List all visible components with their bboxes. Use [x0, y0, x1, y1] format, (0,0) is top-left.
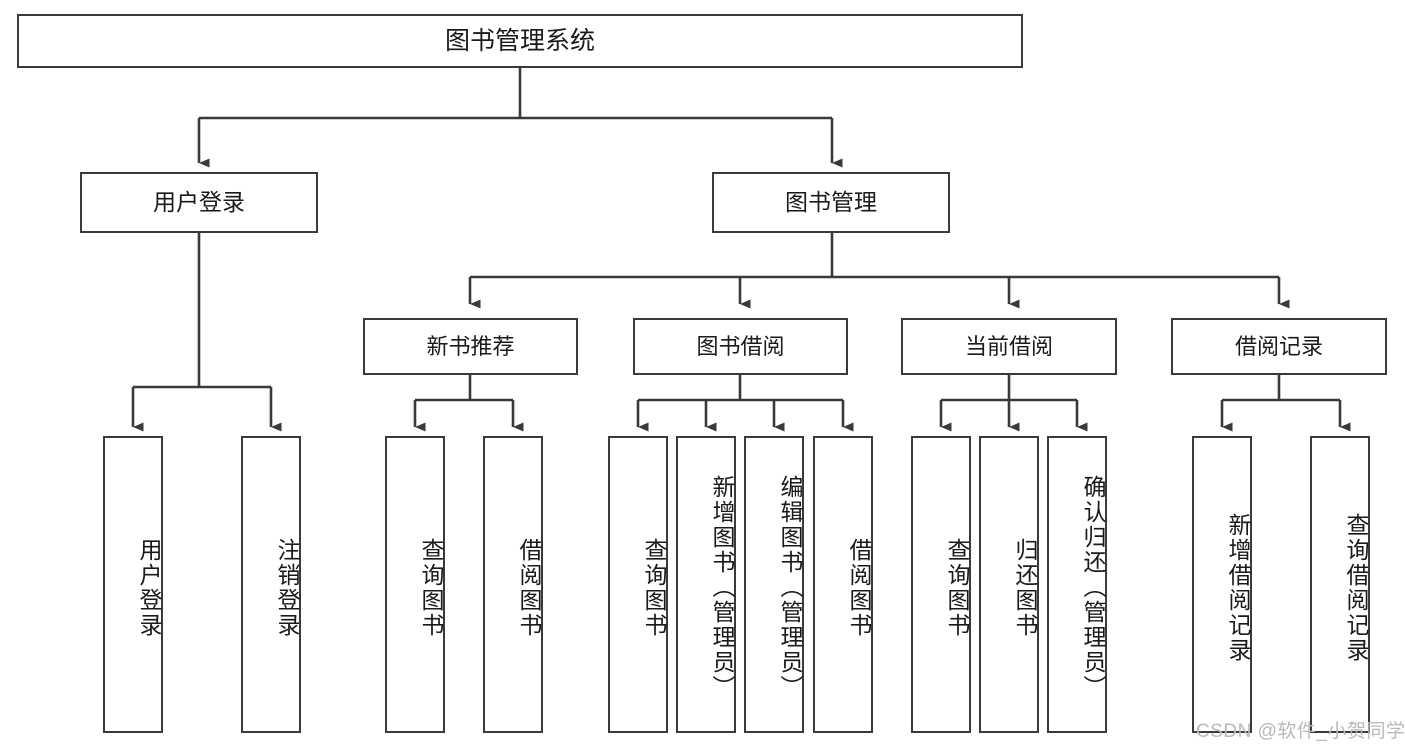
node-book-management[interactable]: 图书管理	[712, 172, 950, 233]
node-label: 查询图书	[944, 537, 970, 638]
leaf-user-login-signout[interactable]: 注销登录	[241, 436, 301, 733]
node-label: 编辑图书（管理员）	[777, 475, 803, 700]
node-label: 新增借阅记录	[1225, 512, 1251, 663]
node-label: 新书推荐	[426, 333, 515, 359]
node-label: 新增图书（管理员）	[709, 475, 735, 700]
node-label: 用户登录	[153, 189, 245, 216]
node-label: 确认归还（管理员）	[1080, 475, 1106, 700]
leaf-current-confirm-return-admin[interactable]: 确认归还（管理员）	[1047, 436, 1107, 733]
node-label: 借阅记录	[1234, 333, 1323, 359]
node-current-borrow[interactable]: 当前借阅	[901, 318, 1117, 375]
leaf-borrow-add-book-admin[interactable]: 新增图书（管理员）	[676, 436, 736, 733]
node-label: 查询图书	[641, 537, 667, 638]
leaf-current-query-book[interactable]: 查询图书	[911, 436, 971, 733]
watermark-text: CSDN @软件_小贺同学	[1196, 721, 1405, 742]
node-label: 图书管理系统	[444, 26, 595, 55]
leaf-recommend-borrow-book[interactable]: 借阅图书	[483, 436, 543, 733]
leaf-record-add-borrow-record[interactable]: 新增借阅记录	[1192, 436, 1252, 733]
node-label: 当前借阅	[964, 333, 1053, 359]
node-root-system[interactable]: 图书管理系统	[17, 14, 1023, 68]
node-label: 归还图书	[1012, 537, 1038, 638]
leaf-current-return-book[interactable]: 归还图书	[979, 436, 1039, 733]
node-user-login[interactable]: 用户登录	[80, 172, 318, 233]
leaf-record-query-borrow-record[interactable]: 查询借阅记录	[1310, 436, 1370, 733]
node-borrow-record[interactable]: 借阅记录	[1171, 318, 1387, 375]
leaf-borrow-borrow-book[interactable]: 借阅图书	[813, 436, 873, 733]
node-label: 注销登录	[274, 537, 300, 638]
node-label: 借阅图书	[516, 537, 542, 638]
leaf-borrow-query-book[interactable]: 查询图书	[608, 436, 668, 733]
node-new-book-recommend[interactable]: 新书推荐	[363, 318, 578, 375]
node-label: 图书借阅	[696, 333, 785, 359]
node-label: 用户登录	[136, 537, 162, 638]
leaf-user-login-signin[interactable]: 用户登录	[103, 436, 163, 733]
leaf-recommend-query-book[interactable]: 查询图书	[385, 436, 445, 733]
node-label: 查询图书	[418, 537, 444, 638]
node-label: 查询借阅记录	[1343, 512, 1369, 663]
node-label: 图书管理	[785, 189, 877, 216]
node-label: 借阅图书	[846, 537, 872, 638]
node-book-borrow[interactable]: 图书借阅	[633, 318, 848, 375]
leaf-borrow-edit-book-admin[interactable]: 编辑图书（管理员）	[744, 436, 804, 733]
